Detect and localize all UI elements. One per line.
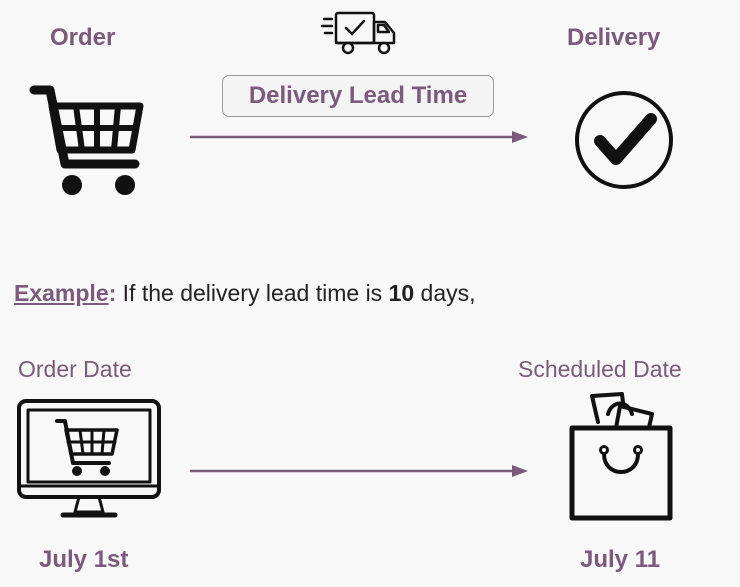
example-text-after: days, bbox=[414, 280, 476, 306]
scheduled-date-label: Scheduled Date bbox=[518, 356, 682, 382]
delivery-label: Delivery bbox=[567, 24, 661, 51]
order-label: Order bbox=[50, 24, 116, 51]
example-text-before: If the delivery lead time is bbox=[116, 280, 389, 306]
monitor-cart-icon bbox=[17, 399, 161, 518]
lead-time-badge: Delivery Lead Time bbox=[222, 75, 494, 117]
date-arrow bbox=[190, 465, 528, 477]
shopping-cart-icon bbox=[29, 85, 144, 195]
shopping-bag-icon bbox=[569, 392, 673, 521]
lead-time-arrow bbox=[190, 131, 528, 143]
example-sentence: Example: If the delivery lead time is 10… bbox=[14, 280, 476, 307]
example-days-value: 10 bbox=[388, 280, 415, 306]
check-circle-icon bbox=[575, 91, 673, 189]
example-label: Example bbox=[14, 280, 109, 306]
example-colon: : bbox=[108, 280, 117, 306]
order-date-value: July 1st bbox=[39, 546, 129, 573]
scheduled-date-value: July 11 bbox=[580, 546, 661, 573]
delivery-truck-icon bbox=[320, 11, 396, 55]
order-date-label: Order Date bbox=[18, 356, 132, 382]
